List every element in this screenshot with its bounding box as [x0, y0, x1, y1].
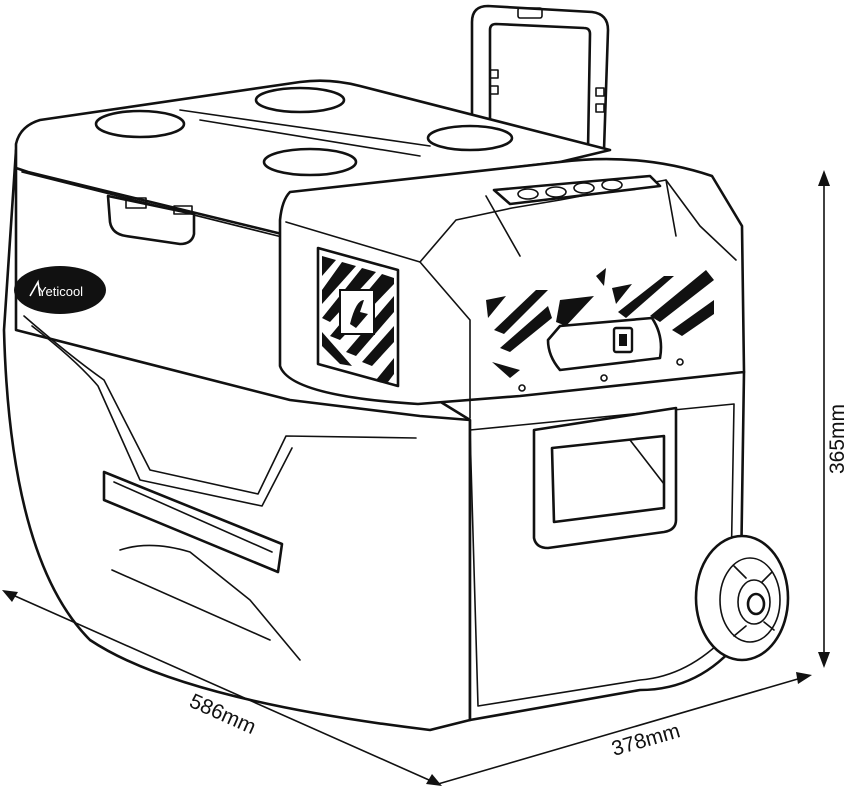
dimension-height-label: 365mm [826, 404, 848, 474]
dimension-width-label: 378mm [609, 719, 683, 760]
side-carry-handle [532, 406, 678, 550]
front-panel-details [23, 315, 417, 661]
wheel [694, 534, 790, 662]
brand-logo: Yeticool [14, 266, 106, 314]
cooler-lid [14, 79, 612, 246]
brand-logo-text: Yeticool [38, 284, 83, 299]
dimension-height: 365mm [818, 170, 848, 668]
side-vent-grille [316, 246, 400, 388]
front-vent-grilles [486, 268, 714, 392]
